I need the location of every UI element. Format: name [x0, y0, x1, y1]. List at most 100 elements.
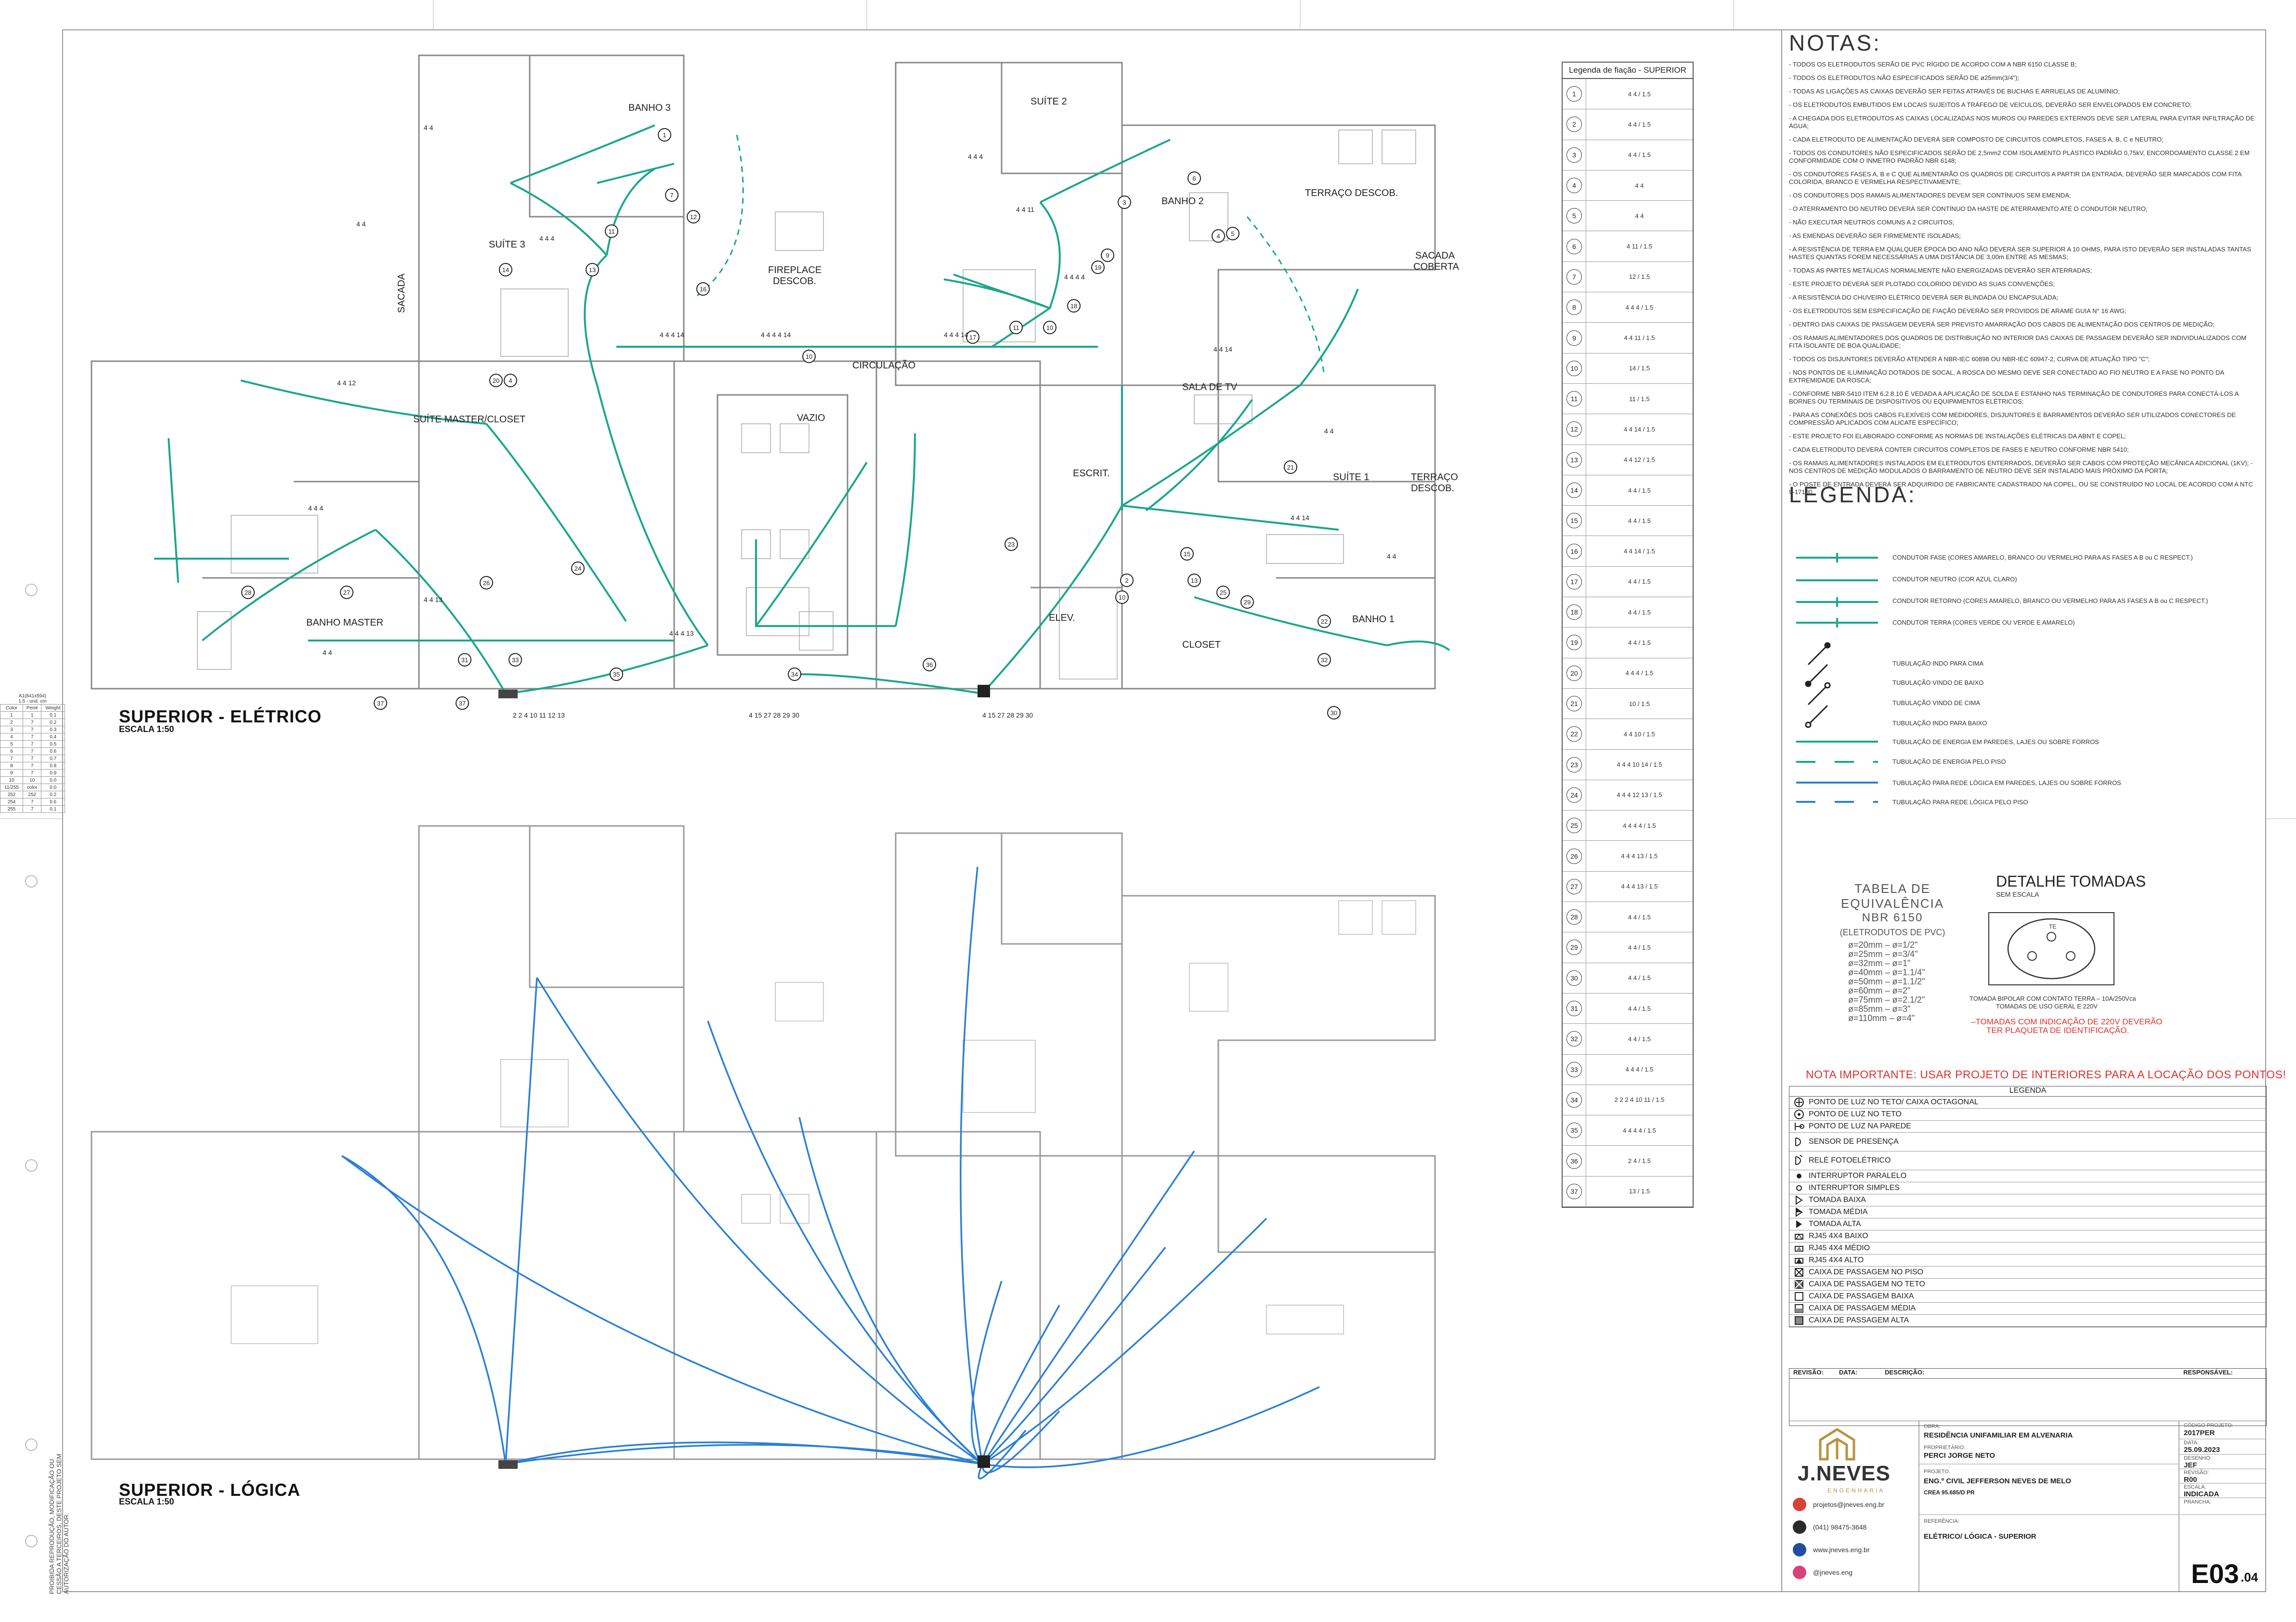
svg-text:5: 5	[1231, 230, 1234, 237]
symbol-legend-row: CAIXA DE PASSAGEM BAIXA	[1789, 1291, 2266, 1303]
parallel-switch-icon	[1797, 1174, 1801, 1178]
logic-plan-title: SUPERIOR - LÓGICA	[119, 1480, 301, 1500]
circuit-number: 13	[1566, 452, 1582, 468]
symbol-legend-row: INTERRUPTOR SIMPLES	[1789, 1182, 2266, 1194]
note-item: - TODAS AS LIGAÇÕES AS CAIXAS DEVERÃO SE…	[1789, 88, 2120, 95]
electrical-plan-scale: ESCALA 1:50	[119, 724, 174, 734]
room-label: ESCRIT.	[1073, 468, 1110, 479]
svg-text:4 4 14: 4 4 14	[1291, 514, 1309, 522]
energy-conduit	[168, 438, 179, 583]
energy-conduit	[597, 163, 675, 184]
wall-light-icon	[1795, 1123, 1804, 1130]
logic-conduit	[960, 866, 983, 1465]
circuit-wires: 4 4 4 / 1.5	[1625, 303, 1654, 311]
note-item: - OS CONDUTORES DOS RAMAIS ALIMENTADORES…	[1789, 192, 2071, 199]
circuit-wires: 4 4 4 4 / 1.5	[1623, 822, 1656, 829]
symbol-legend-row: CAIXA DE PASSAGEM NO TETO	[1789, 1279, 2266, 1291]
circuit-wires: 4 4 4 / 1.5	[1625, 1066, 1654, 1073]
circuit-wires: 4 4 / 1.5	[1628, 578, 1651, 586]
equivalence-row: ø=20mm – ø=1/2"	[1848, 940, 1918, 950]
symbol-legend-row: TOMADA MÉDIA	[1789, 1206, 2266, 1218]
symbol-legend-row: RJ45 4X4 MÉDIO	[1789, 1243, 2266, 1255]
logic-conduit	[981, 1246, 1166, 1465]
energy-conduit	[895, 433, 916, 627]
room-label: SALA DE TV	[1182, 382, 1238, 392]
circuit-wires: 4 4 12 / 1.5	[1623, 456, 1656, 464]
svg-text:28: 28	[245, 589, 251, 596]
room-label: SACADA COBERTA	[1413, 250, 1459, 272]
circuit-number: 7	[1566, 269, 1582, 285]
svg-text:6: 6	[1192, 175, 1196, 182]
reference-value: ELÉTRICO/ LÓGICA - SUPERIOR	[1924, 1532, 2036, 1541]
drawing-value: JEF	[2184, 1461, 2197, 1469]
outlet-warning-2: TER PLAQUETA DE IDENTIFICAÇÃO.	[1986, 1026, 2129, 1035]
circuit-number: 9	[1566, 330, 1582, 346]
obra-value: RESIDÊNCIA UNIFAMILIAR EM ALVENARIA	[1924, 1431, 2073, 1439]
pen-table-cell: 0.0	[41, 784, 65, 791]
svg-text:34: 34	[791, 671, 798, 678]
energy-conduit	[584, 254, 608, 386]
energy-conduit	[240, 379, 487, 425]
symbol-legend-row: PONTO DE LUZ NO TETO	[1789, 1109, 2266, 1121]
pen-table-cell: 0.1	[41, 711, 65, 719]
pen-table-cell: 11/255	[0, 784, 24, 791]
svg-text:23: 23	[1008, 541, 1015, 548]
circuit-number: 8	[1566, 300, 1582, 315]
energy-conduit	[505, 644, 708, 694]
energy-conduit	[510, 124, 655, 184]
symbol-legend-label: CAIXA DE PASSAGEM NO TETO	[1809, 1280, 1925, 1288]
pen-table-cell: 5	[0, 740, 24, 748]
svg-text:20: 20	[493, 377, 499, 384]
company-logo	[1819, 1428, 1855, 1461]
circuit-wires: 4 4 / 1.5	[1628, 517, 1651, 524]
svg-text:21: 21	[1287, 464, 1294, 471]
symbol-legend-label: CAIXA DE PASSAGEM MÉDIA	[1809, 1304, 1916, 1312]
svg-text:29: 29	[1244, 599, 1251, 606]
svg-text:37: 37	[459, 700, 466, 707]
svg-text:2 2 4 10 11 12 13: 2 2 4 10 11 12 13	[513, 711, 565, 719]
logic-conduit	[982, 1386, 1320, 1468]
pen-table-cell: 1	[0, 711, 24, 719]
circuit-wires: 4 4	[1635, 182, 1644, 189]
circuit-number: 20	[1566, 665, 1582, 681]
company-name: J.NEVES	[1798, 1462, 1891, 1485]
legend-line-label: TUBULAÇÃO PARA REDE LÓGICA PELO PISO	[1892, 798, 2028, 806]
symbol-legend-label: RJ45 4X4 MÉDIO	[1809, 1244, 1870, 1252]
pen-table-cell: 7	[23, 733, 42, 741]
pen-table-cell: 1	[23, 711, 42, 719]
contact-text: (041) 98475-3648	[1813, 1523, 1867, 1531]
circuit-wires: 4 4 / 1.5	[1628, 151, 1651, 159]
project-label: PROJETO:	[1924, 1469, 1950, 1475]
circuit-wires: 4 4 / 1.5	[1628, 974, 1651, 982]
legend-title: LEGENDA:	[1789, 482, 1917, 507]
svg-text:11: 11	[608, 228, 615, 235]
circuit-number: 33	[1566, 1061, 1582, 1077]
pen-table-cell: 4	[0, 733, 24, 741]
note-item: - TODOS OS DISJUNTORES DEVERÃO ATENDER A…	[1789, 355, 2150, 363]
pen-table-cell: 7	[23, 740, 42, 748]
svg-text:13: 13	[589, 266, 596, 274]
pen-table-cell: 7	[23, 798, 42, 806]
energy-conduit	[755, 461, 868, 627]
obra-label: OBRA:	[1924, 1424, 1941, 1429]
ceiling-box-icon	[1795, 1280, 1803, 1289]
pen-table-cell: 252	[23, 791, 42, 798]
revision-block: REVISÃO: DATA: DESCRIÇÃO: RESPONSÁVEL:	[1789, 1368, 2267, 1426]
circuit-number: 17	[1566, 574, 1582, 589]
svg-text:1: 1	[663, 131, 666, 139]
svg-text:12: 12	[690, 213, 697, 221]
pen-table-cell: 8	[0, 762, 24, 770]
svg-text:30: 30	[1331, 709, 1337, 717]
svg-text:27: 27	[343, 589, 350, 596]
rj45-mid-icon	[1795, 1246, 1803, 1252]
svg-text:35: 35	[613, 671, 620, 678]
